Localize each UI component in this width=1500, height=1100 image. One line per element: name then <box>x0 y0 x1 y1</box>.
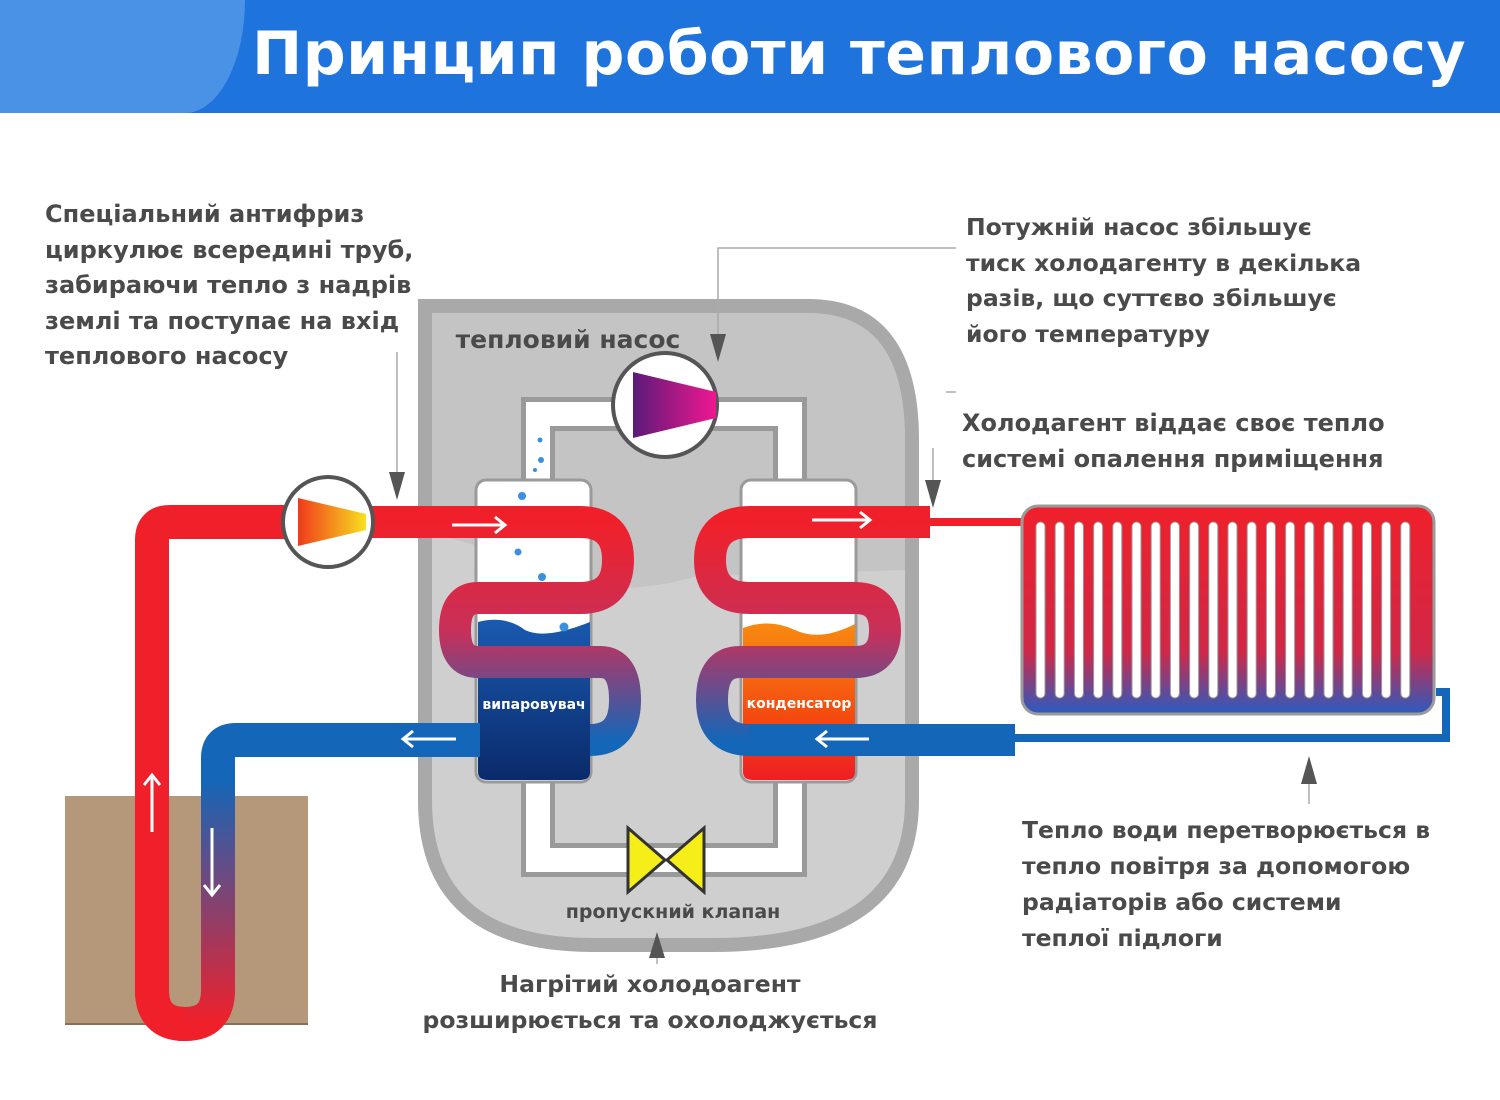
radiator-fin <box>1112 521 1123 699</box>
note-condenser-line: системі опалення приміщення <box>962 445 1384 473</box>
note-compressor: Потужній насос збільшує тиск холодагенту… <box>966 210 1361 352</box>
note-antifreeze-line: Спеціальний антифриз <box>45 200 365 228</box>
arrow-left-evap <box>400 729 456 749</box>
radiator-fin <box>1342 521 1353 699</box>
note-valve-line: розширюється та охолоджується <box>422 1006 878 1034</box>
pointer-radiator <box>1301 756 1317 784</box>
radiator-fin <box>1400 521 1411 699</box>
note-antifreeze-line: теплового насосу <box>45 342 289 370</box>
header-accent <box>0 0 245 113</box>
note-antifreeze-line: землі та поступає на вхід <box>45 306 400 335</box>
compressor <box>611 351 719 459</box>
note-radiator: Тепло води перетворюється в тепло повітр… <box>1022 812 1430 956</box>
ground-block <box>65 796 308 1024</box>
evaporator-bubbles <box>514 437 569 632</box>
radiator-fin <box>1054 521 1065 699</box>
radiator-fin <box>1265 521 1276 699</box>
radiator-fin <box>1150 521 1161 699</box>
note-compressor-line: його температуру <box>966 319 1210 348</box>
ground-loop-hot-pipe <box>135 505 360 990</box>
note-compressor-line: разів, що суттєво збільшує <box>966 284 1337 312</box>
radiator-fin <box>1093 521 1104 699</box>
pointer-condenser <box>925 480 941 508</box>
radiator-fin <box>1035 521 1046 699</box>
radiator-fin <box>1361 521 1372 699</box>
note-condenser: Холодагент віддає своє тепло системі опа… <box>962 405 1385 477</box>
pointer-antifreeze <box>389 472 405 500</box>
note-condenser-line: Холодагент віддає своє тепло <box>962 409 1385 437</box>
radiator-fin <box>1073 521 1084 699</box>
arrow-left-cond <box>814 729 869 749</box>
note-antifreeze-line: циркулює всередині труб, <box>45 235 414 264</box>
note-radiator-line: Тепло води перетворюється в <box>1022 816 1431 844</box>
note-antifreeze: Спеціальний антифриз циркулює всередині … <box>45 197 413 375</box>
arrow-up-ground <box>142 772 162 832</box>
radiator-fin <box>1227 521 1238 699</box>
page-title: Принцип роботи теплового насосу <box>252 19 1467 89</box>
circulation-pump <box>281 475 375 569</box>
note-radiator-line: радіаторів або системи <box>1022 888 1342 916</box>
note-valve: Нагрітий холодоагент розширюється та охо… <box>423 966 1105 1038</box>
radiator-return-line <box>1015 688 1450 742</box>
pointer-compressor <box>710 334 726 362</box>
condenser-label: конденсатор <box>747 696 852 712</box>
arrow-down-ground <box>202 828 222 898</box>
evaporator-coil <box>360 506 642 756</box>
note-valve-line: Нагрітий холодоагент <box>499 970 801 998</box>
note-compressor-line: тиск холодагенту в декілька <box>966 248 1362 277</box>
note-antifreeze-line: забираючи тепло з надрів <box>45 271 412 299</box>
expansion-valve <box>626 824 706 896</box>
radiator-fin <box>1208 521 1219 699</box>
radiator-fin <box>1246 521 1257 699</box>
radiator-fin <box>1169 521 1180 699</box>
radiator-fin <box>1381 521 1392 699</box>
arrow-right-cond <box>812 510 873 530</box>
radiator-fin <box>1323 521 1334 699</box>
arrow-right-evap <box>452 515 508 535</box>
valve-label: пропускний клапан <box>566 901 781 923</box>
header-banner: Принцип роботи теплового насосу <box>0 0 1500 113</box>
flow-arrows <box>142 510 873 898</box>
note-compressor-line: Потужній насос збільшує <box>966 213 1312 241</box>
radiator-fin <box>1304 521 1315 699</box>
condenser-coil <box>693 506 930 756</box>
ground-loop-bottom-red <box>135 988 187 1041</box>
note-radiator-line: тепло повітря за допомогою <box>1022 852 1411 880</box>
evaporator-label: випаровувач <box>482 697 585 713</box>
radiator-fins <box>1035 521 1411 699</box>
radiator-fin <box>1189 521 1200 699</box>
radiator-fin <box>1285 521 1296 699</box>
leader-arrowheads <box>389 334 1317 958</box>
ground-loop-cold-pipe <box>201 723 480 990</box>
radiator-fin <box>1131 521 1142 699</box>
heat-pump-label: тепловий насос <box>456 325 681 354</box>
pointer-valve <box>649 932 665 958</box>
note-radiator-line: теплої підлоги <box>1022 924 1223 952</box>
